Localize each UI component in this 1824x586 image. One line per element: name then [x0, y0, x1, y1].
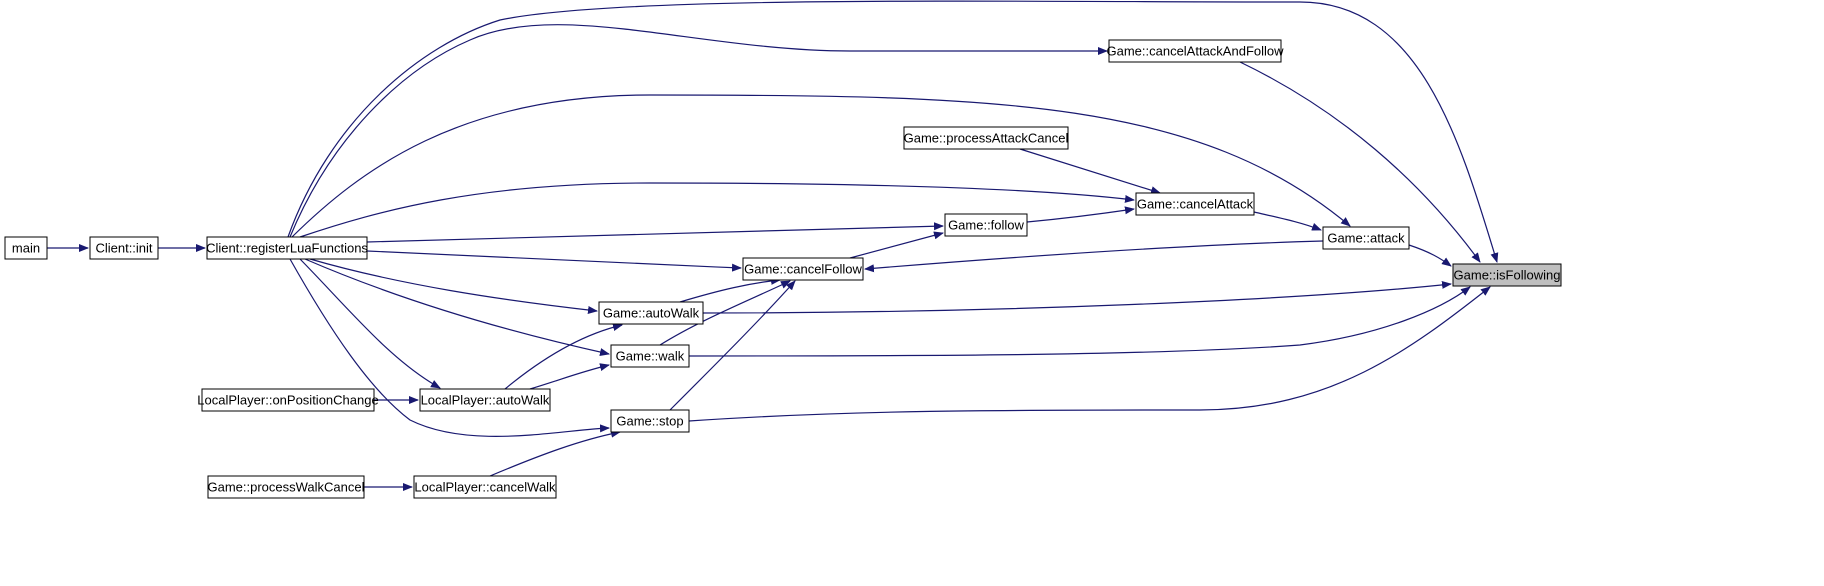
node-box	[742, 257, 864, 281]
node-game-walk[interactable]: Game::walk	[610, 344, 690, 368]
node-cancel-follow[interactable]: Game::cancelFollow	[742, 257, 864, 281]
edge-cancel-follow-to-follow	[849, 231, 944, 259]
node-box	[1135, 192, 1255, 216]
edge-register-lua-to-cancel-attack	[299, 182, 1135, 238]
node-label: LocalPlayer::autoWalk	[421, 392, 550, 407]
edge-game-walk-to-is-following	[688, 286, 1471, 357]
node-label: Game::follow	[948, 217, 1024, 232]
node-box	[207, 475, 365, 499]
node-label: LocalPlayer::cancelWalk	[414, 479, 556, 494]
node-label: Game::stop	[616, 413, 683, 428]
node-process-walk-cancel[interactable]: Game::processWalkCancel	[207, 475, 365, 499]
node-box	[610, 409, 690, 433]
edge-follow-to-cancel-attack	[1026, 206, 1135, 223]
node-game-autowalk[interactable]: Game::autoWalk	[598, 301, 704, 325]
nodes-layer: main Client::init Client::registerLuaFunct…	[4, 39, 1562, 499]
edge-process-attack-cancel-to-cancel-attack	[1019, 148, 1161, 195]
edge-register-lua-to-game-walk	[304, 258, 610, 356]
node-process-attack-cancel[interactable]: Game::processAttackCancel	[903, 126, 1069, 150]
edge-lp-cancelwalk-to-game-stop	[489, 429, 621, 477]
node-main[interactable]: main	[4, 236, 48, 260]
node-client-init[interactable]: Client::init	[89, 236, 159, 260]
edge-attack-to-is-following	[1408, 244, 1452, 267]
edge-register-lua-to-follow	[366, 222, 944, 243]
node-box	[89, 236, 159, 260]
node-follow[interactable]: Game::follow	[944, 213, 1028, 237]
edge-cancel-attack-to-attack	[1253, 211, 1322, 231]
node-game-stop[interactable]: Game::stop	[610, 409, 690, 433]
node-lp-cancelwalk[interactable]: LocalPlayer::cancelWalk	[413, 475, 557, 499]
node-label: Game::processWalkCancel	[207, 479, 364, 494]
edge-register-lua-to-cancel-attack-and-follow	[289, 24, 1108, 238]
node-box	[903, 126, 1069, 150]
node-on-position-change[interactable]: LocalPlayer::onPositionChange	[197, 388, 379, 412]
node-label: Game::walk	[616, 348, 685, 363]
edge-register-lua-to-attack	[291, 94, 1351, 238]
edge-game-autowalk-to-is-following	[702, 280, 1452, 314]
node-box	[1108, 39, 1282, 63]
node-box	[413, 475, 557, 499]
node-label: Game::attack	[1327, 230, 1405, 245]
node-label: Game::cancelAttack	[1137, 196, 1254, 211]
node-label: Game::cancelAttackAndFollow	[1106, 43, 1284, 58]
edge-register-lua-to-lp-autowalk	[299, 258, 441, 389]
node-register-lua[interactable]: Client::registerLuaFunctions	[206, 236, 368, 260]
node-label: Client::init	[95, 240, 152, 255]
node-lp-autowalk[interactable]: LocalPlayer::autoWalk	[419, 388, 551, 412]
node-box	[610, 344, 690, 368]
node-box	[419, 388, 551, 412]
edge-register-lua-to-cancel-follow	[366, 250, 742, 272]
node-cancel-attack-and-follow[interactable]: Game::cancelAttackAndFollow	[1106, 39, 1284, 63]
edges-layer	[47, 0, 1499, 491]
edge-register-lua-to-game-autowalk	[309, 258, 598, 314]
edge-lp-autowalk-to-game-walk	[529, 363, 610, 390]
node-label: Game::cancelFollow	[744, 261, 862, 276]
node-label: Game::isFollowing	[1454, 267, 1561, 282]
node-label: LocalPlayer::onPositionChange	[197, 392, 378, 407]
node-label: Game::autoWalk	[603, 305, 700, 320]
edge-game-autowalk-to-cancel-follow	[679, 276, 781, 303]
node-is-following[interactable]: Game::isFollowing	[1452, 263, 1562, 287]
node-label: main	[12, 240, 40, 255]
node-label: Game::processAttackCancel	[904, 130, 1069, 145]
edge-cancel-attack-and-follow-to-is-following	[1239, 61, 1481, 263]
node-cancel-attack[interactable]: Game::cancelAttack	[1135, 192, 1255, 216]
edge-register-lua-to-is-following	[287, 0, 1499, 263]
edge-lp-autowalk-to-game-autowalk	[504, 323, 623, 390]
node-box	[201, 388, 375, 412]
edge-game-walk-to-cancel-follow	[659, 280, 791, 346]
node-box	[944, 213, 1028, 237]
node-box	[1322, 226, 1410, 250]
node-label: Client::registerLuaFunctions	[206, 240, 368, 255]
edge-game-stop-to-cancel-follow	[669, 280, 796, 411]
node-box	[1452, 263, 1562, 287]
node-attack[interactable]: Game::attack	[1322, 226, 1410, 250]
edge-attack-to-cancel-follow	[864, 240, 1324, 273]
edge-game-stop-to-is-following	[688, 286, 1491, 422]
node-box	[598, 301, 704, 325]
edge-register-lua-to-game-stop	[289, 258, 610, 437]
node-box	[206, 236, 368, 260]
node-box	[4, 236, 48, 260]
